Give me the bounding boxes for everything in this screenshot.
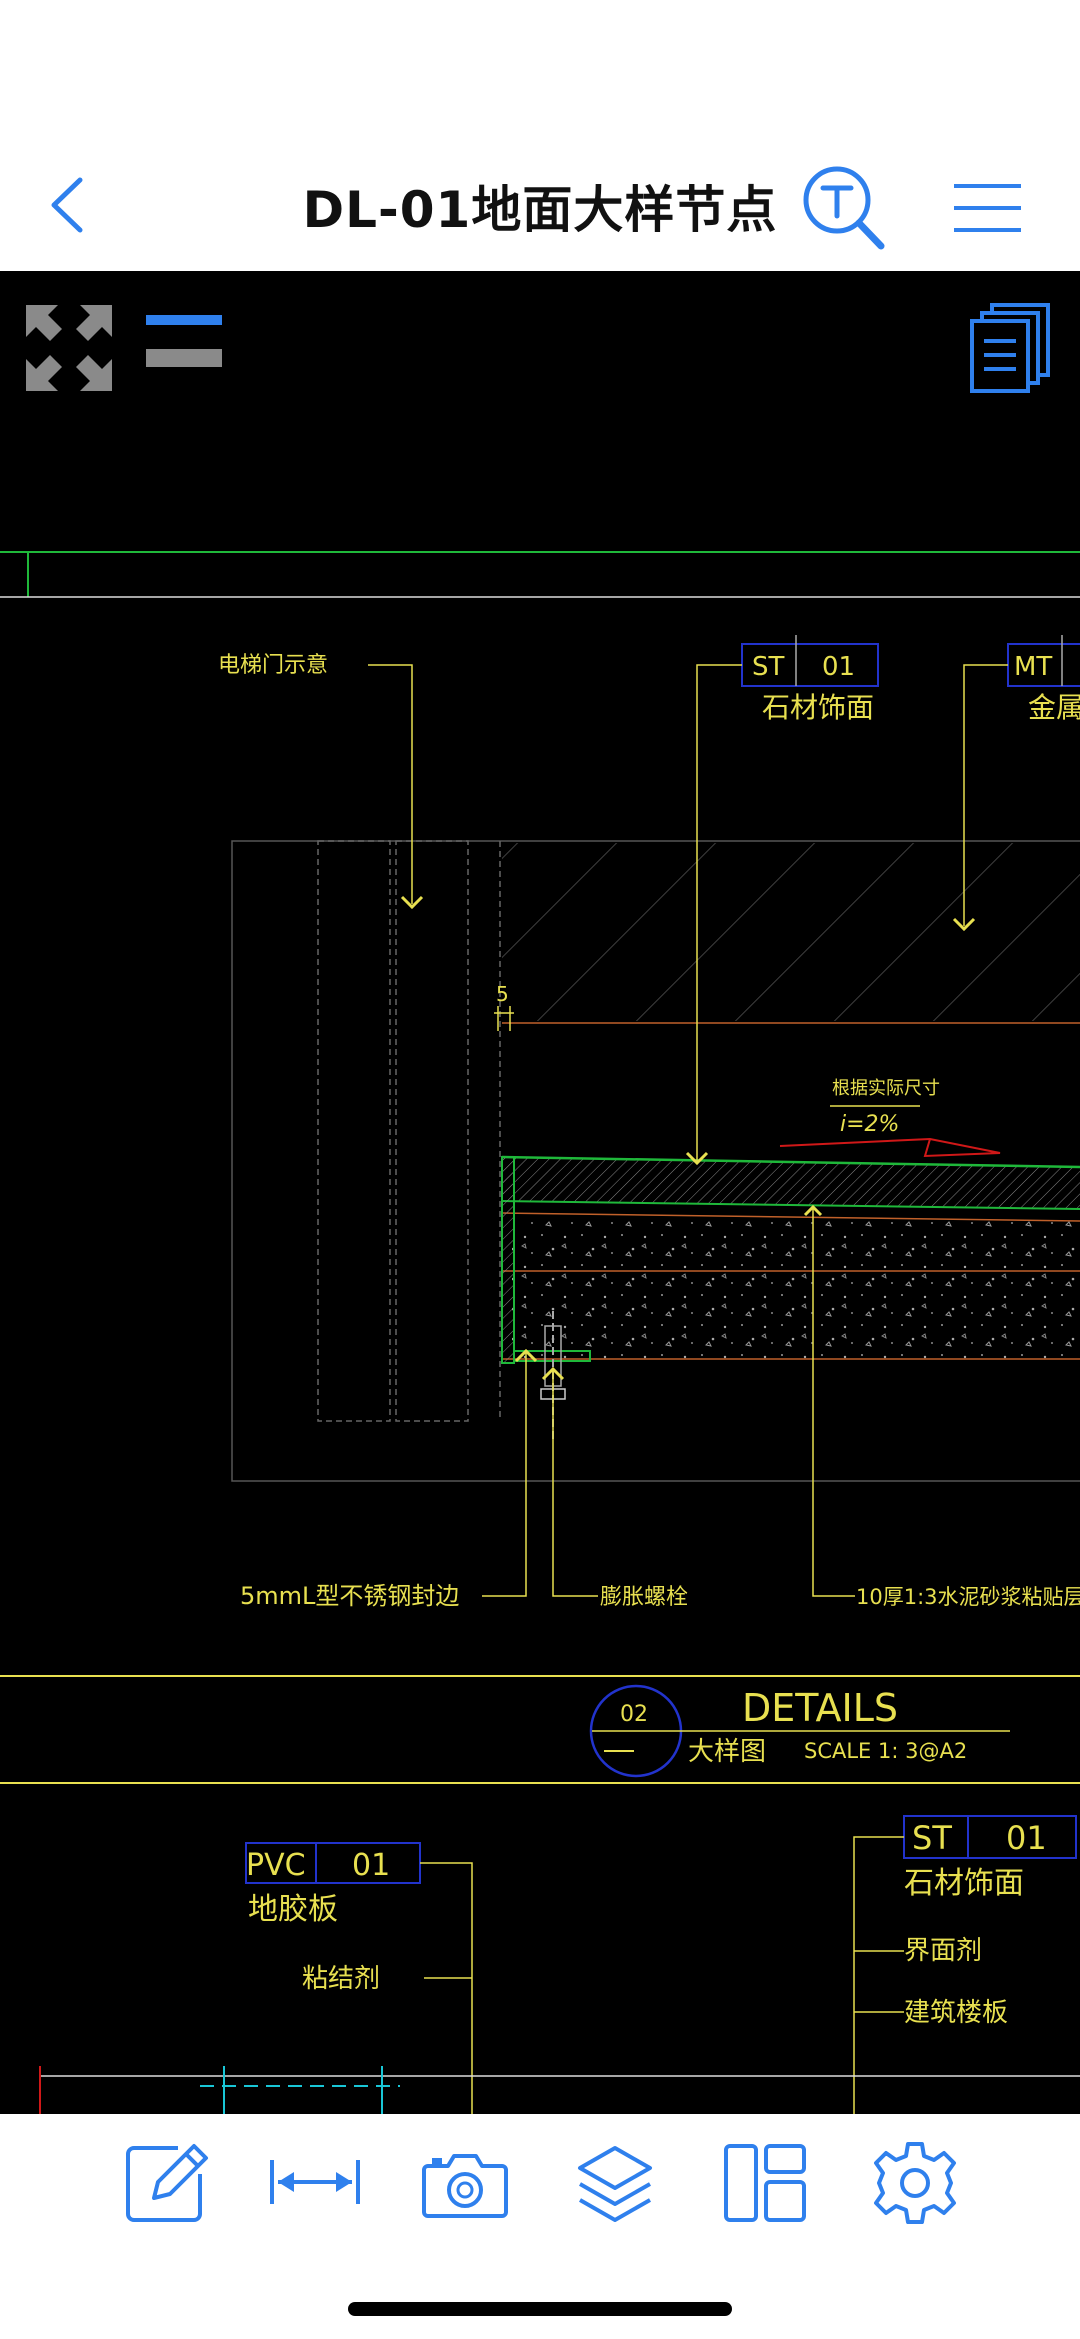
label-slope: i=2%	[840, 1112, 899, 1137]
hamburger-menu-icon	[954, 184, 1021, 232]
tag-mt-code: MT	[1014, 652, 1052, 682]
gear-icon	[874, 2142, 956, 2224]
edit-button[interactable]	[122, 2138, 212, 2228]
panels-button[interactable]	[720, 2138, 810, 2228]
page-title: DL-01地面大样节点	[302, 181, 778, 239]
detail-number: 02	[620, 1702, 648, 1727]
menu-button[interactable]	[950, 180, 1025, 240]
dimension-arrow-icon	[270, 2160, 360, 2204]
tag-st-code: ST	[752, 652, 785, 682]
label-mortar-layer: 10厚1:3水泥砂浆粘贴层	[856, 1585, 1080, 1609]
tag-st2-num: 01	[1006, 1819, 1047, 1857]
tag-mt-desc: 金属	[1028, 691, 1080, 724]
layout-toggle-button[interactable]	[146, 311, 222, 371]
pencil-square-icon	[126, 2144, 208, 2222]
settings-button[interactable]	[870, 2138, 960, 2228]
home-indicator[interactable]	[348, 2302, 732, 2316]
label-adhesive: 粘结剂	[302, 1964, 380, 1994]
stacked-documents-icon	[970, 303, 1050, 393]
expand-arrows-icon	[26, 305, 112, 391]
layers-icon	[578, 2146, 652, 2222]
double-bar-icon	[146, 315, 222, 367]
tag-pvc-code: PVC	[246, 1848, 306, 1883]
tag-st-desc: 石材饰面	[762, 691, 874, 724]
dimension-5-label: 5	[496, 982, 509, 1006]
text-search-button[interactable]	[795, 162, 890, 257]
details-title: DETAILS	[742, 1686, 898, 1730]
tag-st2-desc: 石材饰面	[904, 1866, 1024, 1901]
back-button[interactable]	[40, 170, 100, 240]
camera-button[interactable]	[420, 2138, 510, 2228]
fullscreen-button[interactable]	[24, 303, 114, 393]
sheets-button[interactable]	[970, 303, 1054, 393]
tag-pvc-desc: 地胶板	[248, 1892, 338, 1927]
cad-drawing: 5 电梯门示意 ST 01 石材饰面 MT 金属 根据实际尺寸 i=2% 10厚…	[0, 551, 1080, 2114]
camera-icon	[422, 2154, 508, 2218]
label-building-floor: 建筑楼板	[904, 1998, 1008, 2028]
measure-button[interactable]	[270, 2138, 360, 2228]
top-navigation-bar: DL-01地面大样节点	[0, 0, 1080, 271]
label-elevator-door: 电梯门示意	[218, 653, 328, 678]
bottom-toolbar	[0, 2114, 1080, 2339]
layout-panels-icon	[724, 2144, 806, 2222]
tag-st2-code: ST	[912, 1819, 952, 1857]
label-actual-size: 根据实际尺寸	[832, 1078, 940, 1099]
label-expansion-bolt: 膨胀螺栓	[600, 1585, 688, 1610]
details-cn-title: 大样图	[688, 1737, 766, 1767]
chevron-left-icon	[51, 177, 83, 233]
tag-st-num: 01	[822, 652, 855, 682]
drawing-canvas[interactable]: 5 电梯门示意 ST 01 石材饰面 MT 金属 根据实际尺寸 i=2% 10厚…	[0, 271, 1080, 2114]
tag-pvc-num: 01	[352, 1848, 390, 1883]
layers-button[interactable]	[570, 2138, 660, 2228]
details-scale: SCALE 1: 3@A2	[804, 1739, 967, 1763]
text-search-icon	[803, 166, 885, 250]
label-edge-trim: 5mmL型不锈钢封边	[240, 1582, 459, 1610]
label-interface-agent: 界面剂	[904, 1936, 982, 1966]
